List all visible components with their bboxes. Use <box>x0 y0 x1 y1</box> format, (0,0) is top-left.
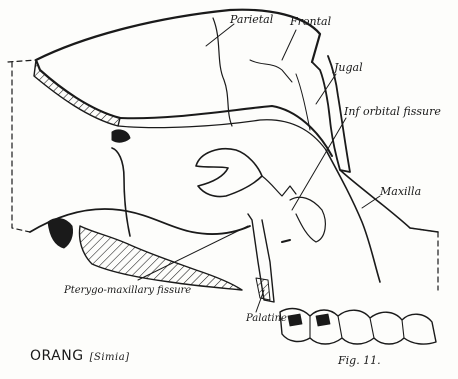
label-palatine: Palatine <box>246 314 287 324</box>
label-pterygo-maxillary-fissure: Pterygo-maxillary fissure <box>64 286 191 296</box>
caption-title: ORANG [Simia] <box>30 348 130 364</box>
temporal-line <box>118 120 326 150</box>
tooth-row <box>280 309 436 345</box>
glenoid-fossa <box>48 219 73 248</box>
occipital-band <box>34 60 120 126</box>
nasal-mark <box>282 240 290 242</box>
caption-title-text: ORANG <box>30 348 84 364</box>
caption-figure-number: Fig. 11. <box>338 354 381 367</box>
leader-parietal <box>206 24 234 46</box>
label-inf-orbital-fissure: Inf orbital fissure <box>344 106 441 117</box>
leader-frontal <box>282 30 296 60</box>
pterygo-maxillary-fissure-area <box>80 226 243 290</box>
label-jugal: Jugal <box>334 62 363 73</box>
mastoid-knob <box>112 130 130 142</box>
sphenoid-process <box>262 176 296 196</box>
leader-maxilla <box>362 196 380 208</box>
palatine-fill <box>256 278 270 300</box>
orbit-outline <box>196 149 262 197</box>
label-maxilla: Maxilla <box>380 186 421 197</box>
label-frontal: Frontal <box>290 16 331 27</box>
label-parietal: Parietal <box>230 14 273 25</box>
frontal-suture <box>250 60 292 82</box>
leader-jugal <box>316 74 336 104</box>
occipital-rear <box>112 148 130 236</box>
coronal-suture <box>213 18 232 126</box>
caption-subtitle: [Simia] <box>90 352 130 363</box>
